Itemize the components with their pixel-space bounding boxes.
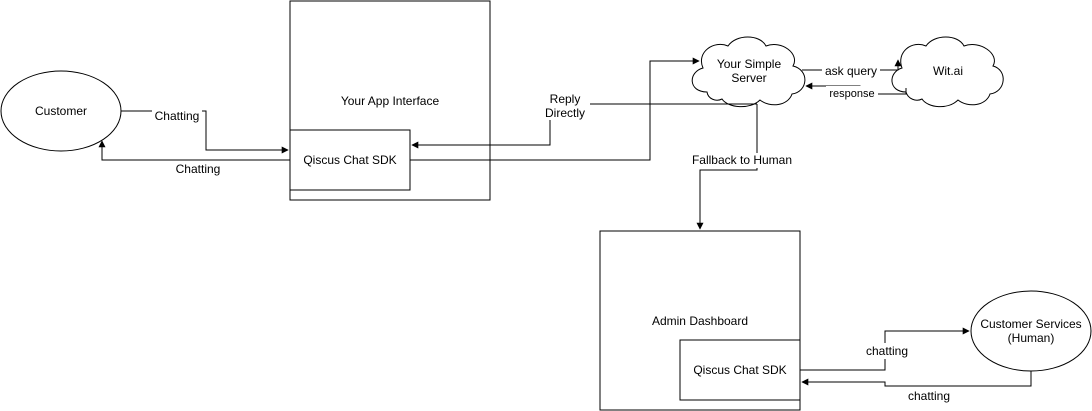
edge-sdk-to-cs: chatting [800, 327, 970, 371]
edge-sdk-to-customer: Chatting [98, 140, 290, 177]
edge-reply-directly: Reply Directly [411, 92, 757, 149]
server-label-line2: Server [731, 71, 766, 85]
edge-customer-to-sdk: Chatting [121, 107, 289, 154]
customer-label: Customer [35, 104, 87, 118]
edge-label-reply: Reply [550, 92, 581, 106]
cs-label-line2: (Human) [1008, 331, 1055, 345]
edge-label-chatting-in: Chatting [155, 109, 200, 123]
edge-label-chatting-to-cs: chatting [866, 344, 908, 358]
edge-label-fallback: Fallback to Human [692, 153, 792, 167]
cs-label-line1: Customer Services [980, 317, 1081, 331]
edge-label-response: response [829, 88, 874, 100]
admin-dashboard-label: Admin Dashboard [652, 314, 748, 328]
server-cloud-node: Your Simple Server [691, 36, 806, 108]
sdk-admin-node: Qiscus Chat SDK [679, 339, 801, 401]
customer-services-node: Customer Services (Human) [970, 290, 1092, 372]
edge-sdk-to-server [410, 57, 700, 161]
edge-label-ask-query: ask query [825, 64, 877, 78]
edge-label-chatting-out: Chatting [176, 162, 221, 176]
customer-node: Customer [0, 70, 122, 152]
edge-fallback: Fallback to Human [692, 104, 792, 230]
witai-label: Wit.ai [933, 64, 963, 78]
edge-ask-query: ask query [802, 59, 902, 78]
edge-cs-to-sdk: chatting [801, 371, 1032, 404]
sdk-app-label: Qiscus Chat SDK [303, 153, 396, 167]
edge-label-directly: Directly [545, 106, 585, 120]
sdk-admin-label: Qiscus Chat SDK [693, 363, 786, 377]
edge-response: response [805, 82, 907, 100]
sdk-app-node: Qiscus Chat SDK [289, 129, 411, 191]
app-interface-label: Your App Interface [341, 94, 440, 108]
witai-cloud-node: Wit.ai [891, 36, 1004, 108]
server-label-line1: Your Simple [717, 57, 782, 71]
edge-label-chatting-from-cs: chatting [908, 389, 950, 403]
